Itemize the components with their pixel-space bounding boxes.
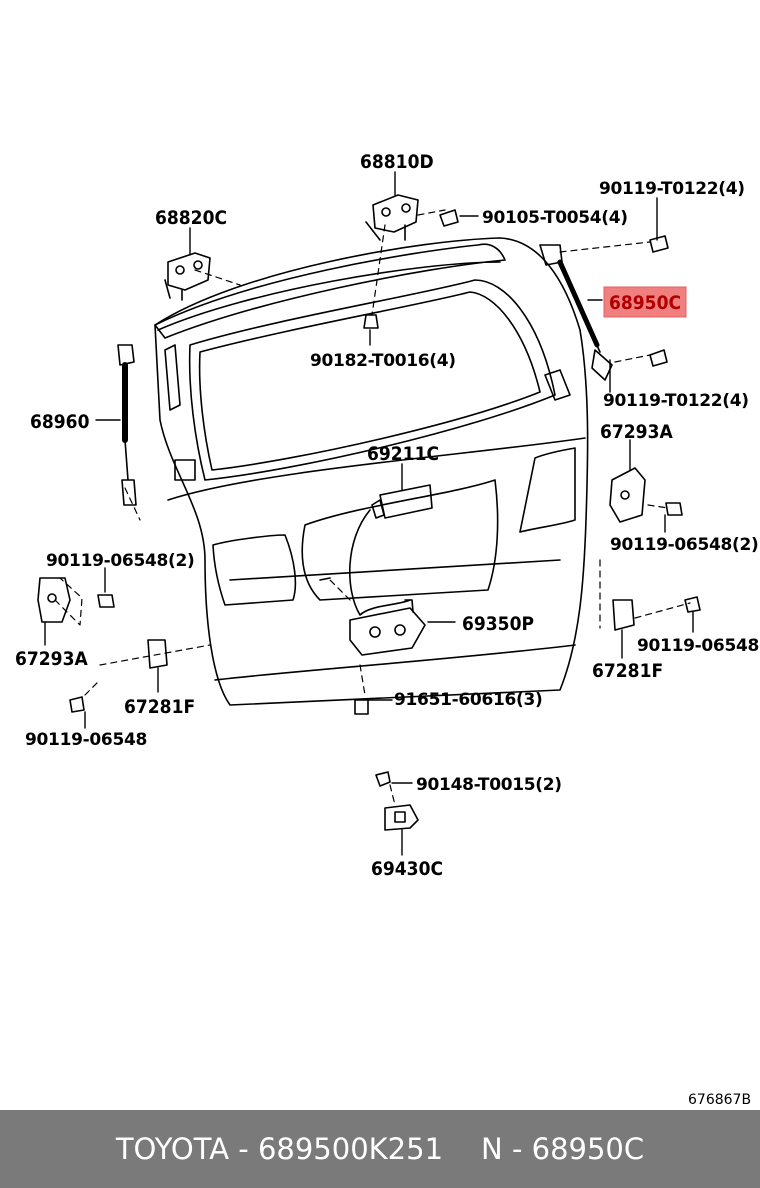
leader-dashes	[54, 209, 691, 806]
footer-reference-number: N - 68950C	[481, 1132, 645, 1166]
callout-90119-T0122-top[interactable]: 90119-T0122(4)	[599, 179, 745, 199]
callout-90182-T0016[interactable]: 90182-T0016(4)	[310, 351, 456, 371]
striker-69430C	[384, 804, 419, 831]
callout-67281F-left[interactable]: 67281F	[124, 696, 195, 718]
hinge-68820C	[164, 252, 211, 301]
callout-labels: 68810D 68820C 90119-T0122(4) 90105-T0054…	[15, 151, 759, 1108]
parts-diagram: 68810D 68820C 90119-T0122(4) 90105-T0054…	[15, 151, 759, 1108]
cushion-67281F-right	[612, 599, 635, 631]
striker-67293A-right	[609, 467, 646, 523]
bolts	[69, 209, 701, 787]
callout-67293A-right[interactable]: 67293A	[600, 421, 673, 443]
callout-69430C[interactable]: 69430C	[371, 858, 443, 880]
callout-69350P[interactable]: 69350P	[462, 613, 534, 635]
callout-67281F-right[interactable]: 67281F	[592, 660, 663, 682]
leader-lines	[44, 171, 694, 856]
callout-90119-06548-right[interactable]: 90119-06548(2)	[610, 535, 759, 555]
callout-90119-06548-left[interactable]: 90119-06548(2)	[46, 551, 195, 571]
callout-68950C[interactable]: 68950C	[609, 292, 681, 314]
drawing-reference: 676867B	[688, 1092, 751, 1108]
callout-90119-06548-right-2[interactable]: 90119-06548	[637, 636, 759, 656]
callout-69211C[interactable]: 69211C	[367, 443, 439, 465]
callout-90105-T0054[interactable]: 90105-T0054(4)	[482, 208, 628, 228]
callout-90148-T0015[interactable]: 90148-T0015(2)	[416, 775, 562, 795]
callout-90119-T0122-bottom[interactable]: 90119-T0122(4)	[603, 391, 749, 411]
callout-67293A-left[interactable]: 67293A	[15, 648, 88, 670]
callout-68960[interactable]: 68960	[30, 411, 90, 433]
callout-90119-06548-left-2[interactable]: 90119-06548	[25, 730, 147, 750]
callout-68820C[interactable]: 68820C	[155, 207, 227, 229]
callout-68810D[interactable]: 68810D	[360, 151, 434, 173]
callout-91651-60616[interactable]: 91651-60616(3)	[394, 690, 543, 710]
lock-69350P	[319, 509, 426, 656]
cushion-67281F-left	[147, 639, 168, 669]
handle-69211C	[371, 484, 433, 519]
footer-part-number: TOYOTA - 689500K251	[115, 1132, 444, 1166]
damper-68950C	[539, 244, 613, 381]
hinge-68810D	[365, 194, 419, 241]
striker-67293A-left	[37, 577, 71, 623]
back-door-panel	[154, 237, 589, 706]
footer-bar: TOYOTA - 689500K251 N - 68950C	[0, 1110, 760, 1188]
damper-68960	[117, 344, 137, 506]
highlight-box-68950C	[603, 286, 687, 318]
